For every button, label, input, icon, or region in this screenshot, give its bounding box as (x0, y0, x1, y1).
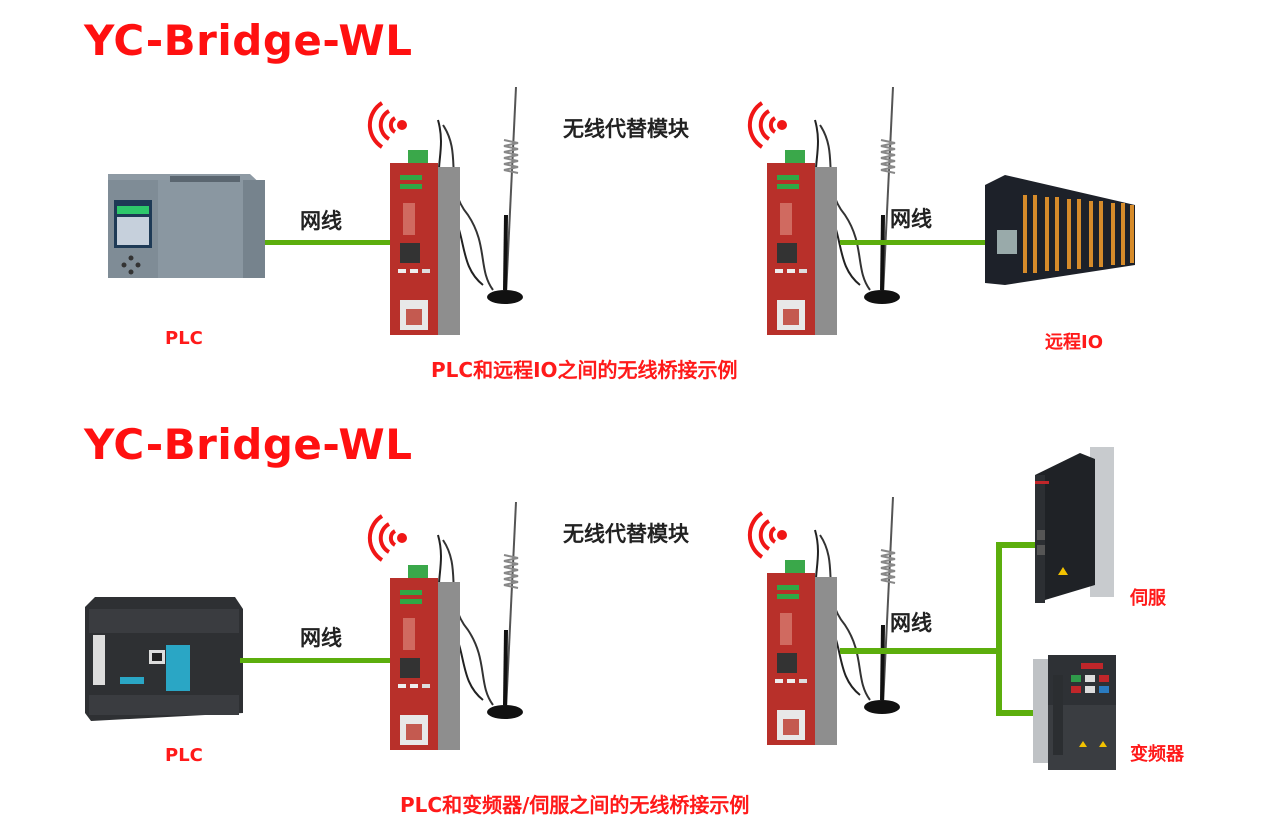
ethernet-cable-right (840, 240, 990, 245)
yc-bridge-wl-module-left (390, 86, 523, 335)
servo-drive-image (1035, 447, 1114, 603)
diagram-caption: PLC和变频器/伺服之间的无线桥接示例 (400, 793, 750, 817)
right-device-label: 远程IO (1045, 332, 1103, 353)
wireless-replacement-label: 无线代替模块 (563, 117, 689, 141)
wireless-signal-icon (367, 514, 407, 562)
ethernet-cable-left (265, 240, 393, 245)
diagram-title: YC-Bridge-WL (84, 420, 413, 469)
plc-siemens-image (108, 174, 265, 278)
yc-bridge-wl-module-right (767, 496, 900, 745)
yc-bridge-wl-module-left (390, 501, 523, 750)
yc-bridge-wl-module-right (767, 86, 900, 335)
wireless-signal-icon (747, 101, 787, 149)
ethernet-cable-to-vfd (996, 710, 1036, 716)
right-device-label-servo: 伺服 (1130, 588, 1166, 609)
diagram-title: YC-Bridge-WL (84, 16, 413, 65)
diagram-caption: PLC和远程IO之间的无线桥接示例 (431, 358, 738, 382)
wireless-signal-icon (367, 101, 407, 149)
left-device-label: PLC (165, 745, 203, 766)
right-device-label-vfd: 变频器 (1130, 744, 1184, 765)
left-device-label: PLC (165, 328, 203, 349)
plc-compact-image (85, 597, 243, 721)
cable-label-left: 网线 (300, 209, 342, 233)
cable-label-right: 网线 (890, 207, 932, 231)
wireless-signal-icon (747, 511, 787, 559)
vfd-image (1033, 655, 1116, 770)
ethernet-cable-to-servo (996, 542, 1036, 548)
ethernet-cable-left (240, 658, 393, 663)
ethernet-cable-branch (996, 542, 1002, 716)
cable-label-left: 网线 (300, 626, 342, 650)
remote-io-image (985, 175, 1135, 285)
wireless-replacement-label: 无线代替模块 (563, 522, 689, 546)
cable-label-right: 网线 (890, 611, 932, 635)
ethernet-cable-right (840, 648, 1000, 654)
